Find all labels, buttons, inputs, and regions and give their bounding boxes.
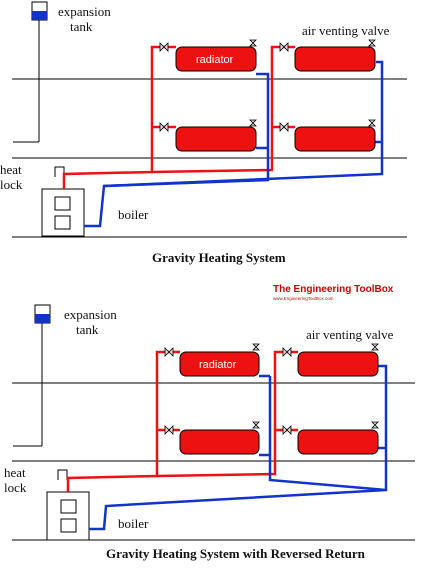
diagram-bottom: expansion tank air venting valve heat lo… [4, 304, 415, 561]
radiator-label-2: radiator [199, 359, 237, 371]
air-vent-icons-2 [252, 343, 379, 429]
radiator-upper-left [175, 46, 257, 72]
air-vent-icons [249, 39, 376, 127]
radiator-upper-right [294, 46, 376, 72]
radiator-lower-left-2 [179, 429, 260, 455]
boiler-label: boiler [118, 207, 149, 222]
radiator-lower-left [175, 126, 257, 152]
expansion-tank-icon [31, 1, 48, 21]
radiator-upper-right-2 [297, 351, 379, 377]
valve-icons [159, 42, 289, 132]
brand-logo: The Engineering ToolBox www.EngineeringT… [273, 284, 394, 301]
boiler-label-2: boiler [118, 516, 149, 531]
air-venting-valve-label-2: air venting valve [306, 327, 394, 342]
expansion-tank-label-1: expansion [58, 4, 111, 19]
brand-url: www.EngineeringToolBox.com [273, 296, 334, 301]
boiler-icon-2 [46, 491, 90, 541]
heat-lock-label-2-1: heat [4, 465, 26, 480]
expansion-tank-label-2-2: tank [76, 322, 99, 337]
diagram-top: expansion tank air venting valve heat lo… [0, 1, 407, 265]
heat-lock-icon-2 [57, 469, 68, 480]
air-venting-valve-label: air venting valve [302, 23, 390, 38]
caption-bottom: Gravity Heating System with Reversed Ret… [106, 546, 366, 561]
heat-lock-label-1: heat [0, 162, 22, 177]
valve-icons-2 [164, 347, 292, 435]
radiators [175, 46, 376, 152]
heat-lock-label-2: lock [0, 177, 23, 192]
radiator-lower-right-2 [297, 429, 379, 455]
radiators-2 [179, 351, 379, 455]
radiator-upper-left-2 [179, 351, 260, 377]
return-pipes-2 [89, 364, 388, 531]
return-pipes [84, 60, 384, 228]
boiler-icon [41, 188, 85, 237]
radiator-label: radiator [196, 54, 234, 66]
caption-top: Gravity Heating System [152, 250, 286, 265]
expansion-tank-label-2: tank [70, 19, 93, 34]
radiator-lower-right [294, 126, 376, 152]
heat-lock-icon [54, 166, 65, 177]
heat-lock-label-2-2: lock [4, 480, 27, 495]
expansion-tank-icon-2 [34, 304, 51, 324]
expansion-tank-label-2-1: expansion [64, 307, 117, 322]
brand-name: The Engineering ToolBox [273, 284, 394, 295]
